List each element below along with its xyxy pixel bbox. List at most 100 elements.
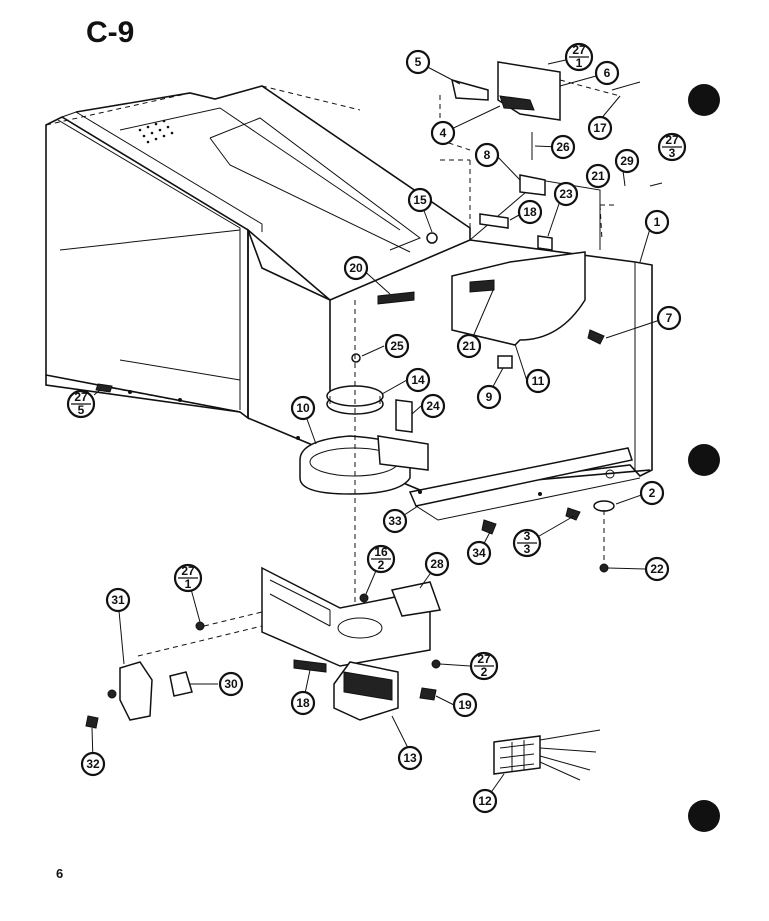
svg-text:3: 3 [524,529,531,543]
svg-text:27: 27 [665,133,679,147]
callout-17: 17 [587,115,613,141]
callout-25: 25 [384,333,410,359]
callout-12: 12 [472,788,498,814]
screw-27-1-lower [195,621,205,631]
lamp-switch [499,95,535,111]
terminal-18-upper [479,213,509,229]
cavity-floor-lines [59,229,241,381]
svg-text:10: 10 [296,401,310,415]
screw-16-2 [359,593,369,603]
callout-32: 32 [80,751,106,777]
callout-9: 9 [476,384,502,410]
callout-6: 6 [594,60,620,86]
callout-21-lower: 21 [456,333,482,359]
svg-text:2: 2 [481,665,488,679]
screw-15 [426,232,438,244]
vent-holes [138,119,174,144]
motor-bracket-28 [261,566,431,667]
svg-text:32: 32 [86,757,100,771]
svg-text:15: 15 [413,193,427,207]
hidden-lines-right [440,159,615,240]
svg-text:1: 1 [576,56,583,70]
svg-text:5: 5 [78,403,85,417]
bracket-24 [395,399,413,433]
svg-text:1: 1 [654,215,661,229]
callout-11: 11 [525,368,551,394]
svg-text:2: 2 [378,558,385,572]
callout-18-lower: 18 [290,690,316,716]
svg-text:8: 8 [484,148,491,162]
svg-text:23: 23 [559,187,573,201]
callout-18-upper: 18 [517,199,543,225]
svg-text:4: 4 [440,126,447,140]
microswitch-8 [519,174,546,196]
svg-text:27: 27 [572,43,586,57]
svg-text:33: 33 [388,514,402,528]
clip-23 [537,235,553,251]
svg-text:11: 11 [532,374,545,388]
bracket-31 [119,661,153,721]
callout-21-upper: 21 [585,163,611,189]
callout-27-2: 272 [469,651,499,681]
screw-22 [599,563,609,573]
callout-34: 34 [466,540,492,566]
callout-26: 26 [550,134,576,160]
screw-7 [587,329,605,345]
clip-21-lower [469,279,495,293]
svg-text:29: 29 [620,154,634,168]
callout-8: 8 [474,142,500,168]
callout-24: 24 [420,393,446,419]
oven-chassis [45,85,653,521]
registration-marks [688,84,720,832]
nut-32 [85,715,99,729]
svg-text:7: 7 [666,311,673,325]
switch-30 [169,671,193,697]
front-frame-inner [57,119,241,410]
svg-text:25: 25 [390,339,404,353]
callout-28: 28 [424,551,450,577]
callout-20: 20 [343,255,369,281]
callout-33: 33 [382,508,408,534]
svg-text:17: 17 [593,121,607,135]
svg-text:21: 21 [591,169,605,183]
svg-text:16: 16 [374,545,388,559]
svg-text:13: 13 [403,751,417,765]
callout-19: 19 [452,692,478,718]
svg-text:1: 1 [185,577,192,591]
clip-9 [497,355,513,369]
lamp-bracket [497,61,561,121]
diagram-title: C-9 [86,16,135,49]
svg-text:18: 18 [523,205,537,219]
callout-4: 4 [430,120,456,146]
svg-text:3: 3 [524,542,531,556]
waveguide-cover [209,117,422,251]
callout-1: 1 [644,209,670,235]
screw-19 [419,687,437,701]
callout-15: 15 [407,187,433,213]
svg-text:30: 30 [224,677,238,691]
connector-wires [539,729,601,781]
screw-3 [565,507,581,521]
hidden-line-top [45,85,361,126]
terminal-block-20 [377,291,415,305]
washer-25 [351,353,361,363]
cavity-side [247,228,331,418]
callout-13: 13 [397,745,423,771]
svg-text:27: 27 [181,564,195,578]
svg-text:20: 20 [349,261,363,275]
callout-31: 31 [105,587,131,613]
svg-text:31: 31 [111,593,125,607]
callout-27-5: 275 [66,389,96,419]
svg-text:22: 22 [650,562,664,576]
svg-text:5: 5 [415,55,422,69]
motor-assembly [85,566,601,781]
screw-34 [481,519,497,535]
base-bracket-lip [415,477,641,521]
air-duct [451,251,586,346]
callout-16-2: 162 [366,544,396,574]
callout-30: 30 [218,671,244,697]
svg-text:34: 34 [472,546,486,560]
callout-22: 22 [644,556,670,582]
